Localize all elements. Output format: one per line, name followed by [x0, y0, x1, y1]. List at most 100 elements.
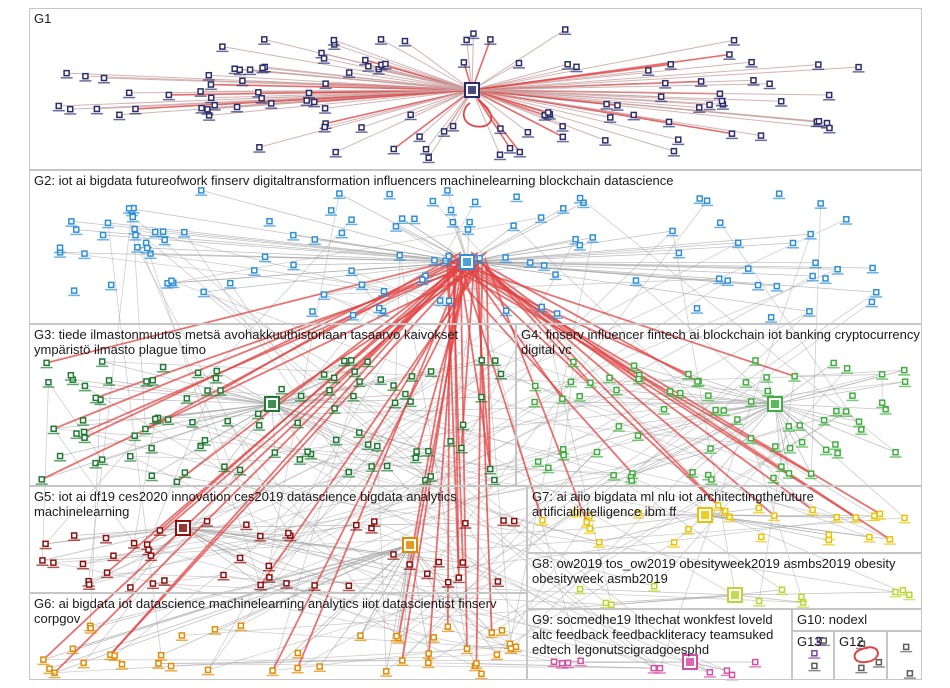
- node: [573, 63, 580, 71]
- node: [510, 222, 517, 229]
- node: [396, 252, 403, 259]
- node-caption: [68, 539, 81, 542]
- node: [832, 441, 839, 448]
- edge: [432, 200, 726, 512]
- node: [239, 77, 246, 85]
- node: [104, 219, 112, 227]
- edge: [471, 79, 754, 91]
- edge: [542, 291, 877, 521]
- node: [871, 512, 878, 519]
- edge: [471, 61, 752, 91]
- node-caption: [377, 315, 390, 317]
- node: [79, 417, 87, 424]
- node-caption: [557, 459, 570, 461]
- node-caption: [76, 567, 89, 570]
- node-caption: [259, 260, 272, 263]
- node-caption: [693, 202, 706, 205]
- node-caption: [43, 672, 56, 675]
- node: [488, 629, 495, 636]
- node: [791, 373, 798, 380]
- node-caption: [586, 241, 599, 243]
- node-caption: [387, 558, 400, 560]
- edge: [88, 448, 711, 582]
- node-caption: [456, 566, 469, 569]
- edge: [269, 402, 396, 578]
- node: [497, 125, 504, 132]
- node-caption: [40, 366, 53, 369]
- node: [221, 463, 228, 470]
- node-caption: [302, 96, 315, 99]
- node-caption: [899, 385, 912, 388]
- node: [834, 449, 841, 457]
- node: [159, 363, 167, 371]
- node: [73, 226, 80, 233]
- edge: [147, 247, 468, 263]
- node-caption: [131, 251, 144, 253]
- edge: [314, 89, 473, 103]
- edge: [42, 251, 479, 661]
- edge: [471, 89, 606, 141]
- node-caption: [318, 62, 331, 64]
- node-caption: [567, 365, 580, 368]
- node: [345, 582, 353, 589]
- edge: [72, 379, 517, 648]
- node: [444, 623, 452, 630]
- node-caption: [538, 269, 551, 272]
- group-g1-label: G1: [34, 11, 52, 26]
- edge: [128, 208, 468, 263]
- node: [726, 513, 733, 521]
- hub-node-avatar: [179, 524, 187, 532]
- edge: [268, 381, 572, 567]
- node: [143, 378, 150, 385]
- node-caption: [248, 274, 261, 276]
- edge: [173, 217, 542, 284]
- node-caption: [695, 85, 708, 87]
- node-caption: [392, 642, 405, 644]
- node: [111, 652, 118, 659]
- node-caption: [165, 670, 178, 672]
- node: [50, 559, 57, 566]
- node-caption: [371, 450, 384, 452]
- edge: [471, 53, 730, 91]
- node-caption: [632, 383, 645, 385]
- node-caption: [769, 450, 782, 452]
- node: [561, 26, 569, 33]
- node: [572, 235, 579, 243]
- node-caption: [254, 588, 267, 591]
- edge: [272, 643, 510, 672]
- node: [256, 144, 263, 151]
- node-caption: [593, 546, 606, 548]
- node-caption: [128, 439, 141, 442]
- node: [806, 308, 813, 315]
- node: [487, 36, 494, 43]
- node: [778, 463, 785, 470]
- node-caption: [258, 70, 271, 73]
- node: [391, 399, 399, 407]
- node: [213, 367, 221, 375]
- node-caption: [903, 677, 916, 679]
- node-caption: [139, 432, 152, 435]
- node-caption: [348, 375, 361, 378]
- edge: [466, 233, 811, 263]
- node: [212, 374, 220, 382]
- node: [435, 558, 443, 566]
- edge: [192, 403, 273, 423]
- node: [311, 582, 318, 589]
- hub-node-avatar: [268, 400, 276, 408]
- node-caption: [521, 136, 534, 138]
- node: [444, 578, 452, 586]
- node-caption: [556, 402, 569, 405]
- node-caption: [263, 581, 276, 583]
- node-caption: [591, 456, 604, 458]
- node-caption: [54, 460, 67, 462]
- node-caption: [674, 397, 687, 399]
- node: [165, 91, 173, 99]
- edge: [485, 266, 492, 470]
- node-caption: [870, 296, 883, 298]
- node: [258, 95, 265, 102]
- node: [460, 59, 468, 66]
- node: [558, 660, 566, 667]
- node-caption: [318, 378, 331, 381]
- group-g2-label: G2: iot ai bigdata futureofwork finserv …: [34, 173, 674, 188]
- node: [842, 408, 850, 415]
